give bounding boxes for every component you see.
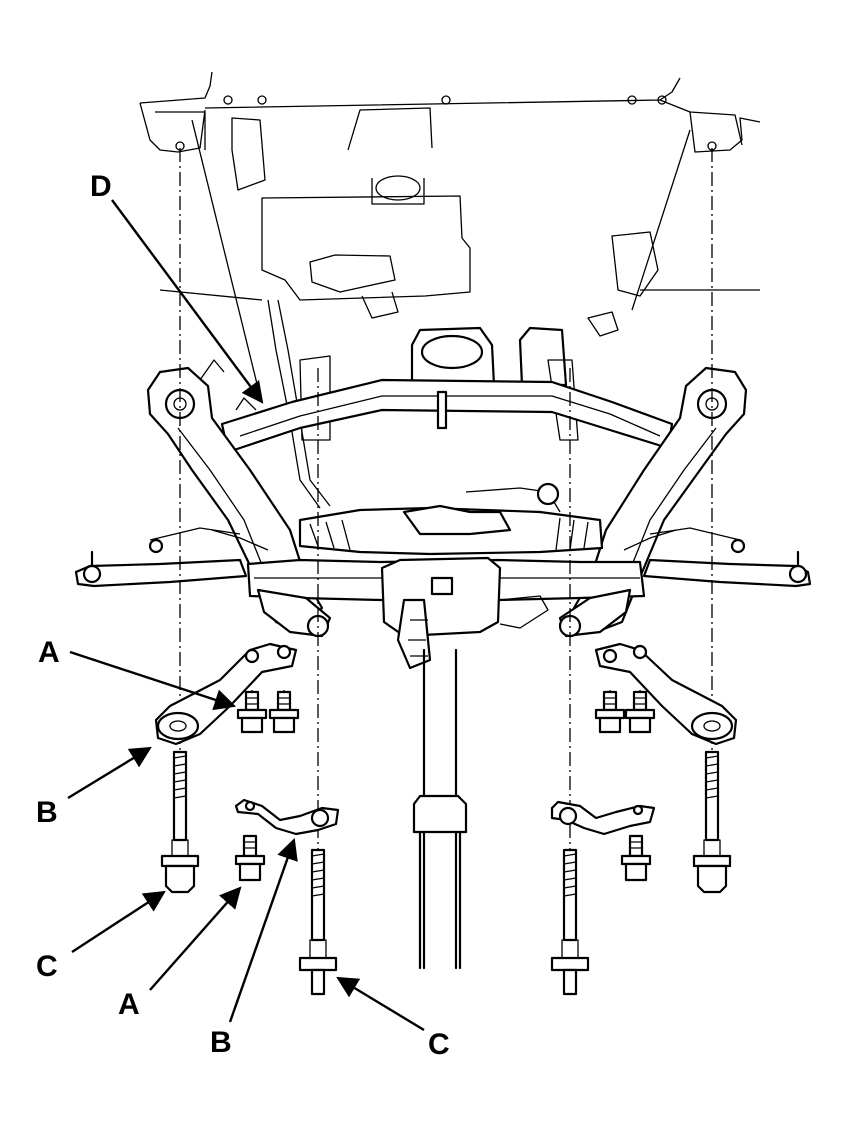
vehicle-body-underside: [139, 71, 761, 509]
bolt-a-5: [234, 834, 266, 882]
bolt-c-4: [550, 848, 590, 996]
bolt-c-3: [298, 848, 338, 996]
arrow-a-lower: [149, 886, 242, 991]
bolt-a-2: [268, 690, 300, 734]
flange-bolts: [234, 690, 656, 882]
bolt-c-2: [692, 750, 732, 894]
subframe-bolts: [160, 750, 732, 996]
bolt-a-3: [594, 690, 626, 734]
subframe: [74, 359, 812, 670]
bolt-a-1: [236, 690, 268, 734]
label-a-upper: A: [38, 636, 60, 669]
callout-labels: D A B C A B C: [36, 170, 450, 1061]
arrow-d: [111, 199, 264, 404]
label-a-lower: A: [118, 988, 140, 1021]
arrow-b-lower: [228, 837, 298, 1023]
bolt-a-4: [624, 690, 656, 734]
bolt-a-6: [620, 834, 652, 882]
bolt-c-1: [160, 750, 200, 894]
leader-arrows: [67, 199, 425, 1032]
label-c-left: C: [36, 950, 58, 983]
label-b-lower: B: [210, 1026, 232, 1059]
arrow-b-left: [67, 746, 152, 800]
label-b-left: B: [36, 796, 58, 829]
label-c-lower: C: [428, 1028, 450, 1061]
steering-shaft: [412, 648, 468, 970]
arrow-a-upper: [69, 650, 237, 711]
label-d: D: [90, 170, 112, 203]
arrow-c-lower: [336, 976, 425, 1032]
arrow-c-left: [71, 890, 166, 954]
